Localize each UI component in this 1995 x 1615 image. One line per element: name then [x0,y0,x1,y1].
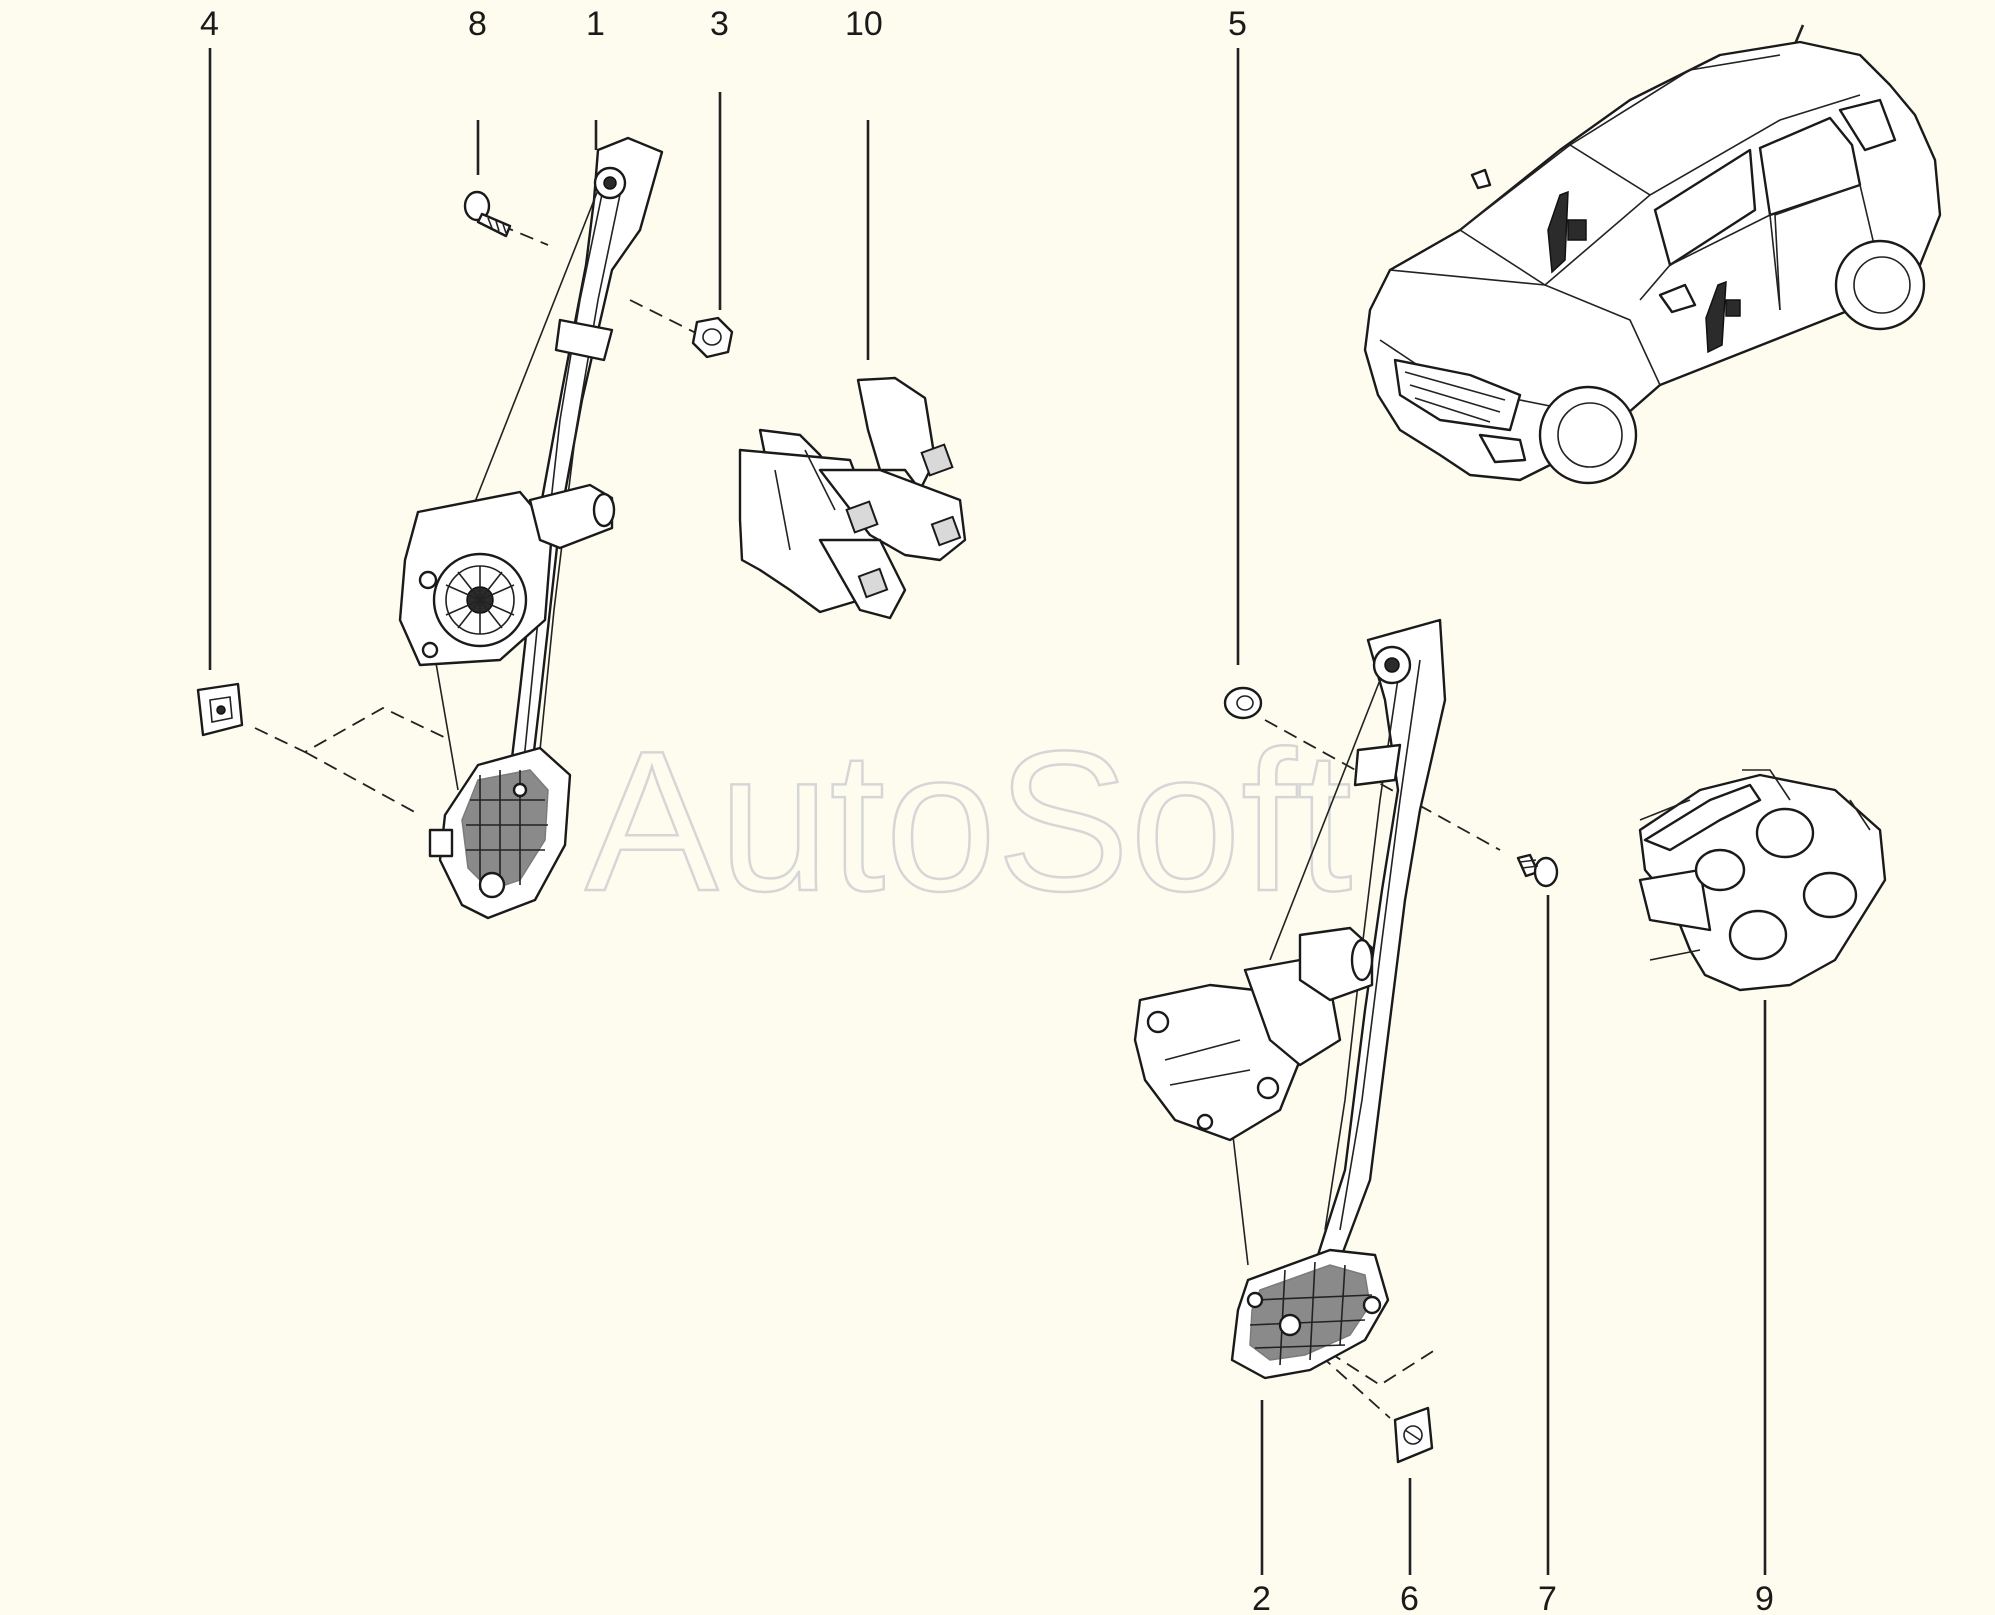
callout-8[interactable]: 8 [468,5,487,43]
callout-2[interactable]: 2 [1252,1580,1271,1615]
vehicle-illustration [1363,40,1942,485]
part-3-hex-nut[interactable] [691,316,734,359]
callout-9[interactable]: 9 [1755,1580,1774,1615]
callout-4[interactable]: 4 [200,5,219,43]
part-2-window-regulator[interactable] [1133,618,1447,1380]
part-6-clip[interactable] [1393,1406,1434,1464]
watermark: AutoSoft [585,710,1352,933]
callout-10[interactable]: 10 [845,5,883,43]
callout-6[interactable]: 6 [1400,1580,1419,1615]
part-8-bolt[interactable] [463,190,512,238]
leader-lines [208,24,1805,1575]
part-9-connector[interactable] [1638,769,1887,992]
part-5-washer[interactable] [1223,686,1263,720]
callout-7[interactable]: 7 [1538,1580,1557,1615]
callout-5[interactable]: 5 [1228,5,1247,43]
callout-3[interactable]: 3 [710,5,729,43]
part-10-connector-boot[interactable] [738,376,967,620]
part-4-clip[interactable] [196,682,244,737]
part-7-bolt[interactable] [1516,853,1559,888]
callout-1[interactable]: 1 [586,5,605,43]
part-1-window-regulator[interactable] [398,136,664,920]
